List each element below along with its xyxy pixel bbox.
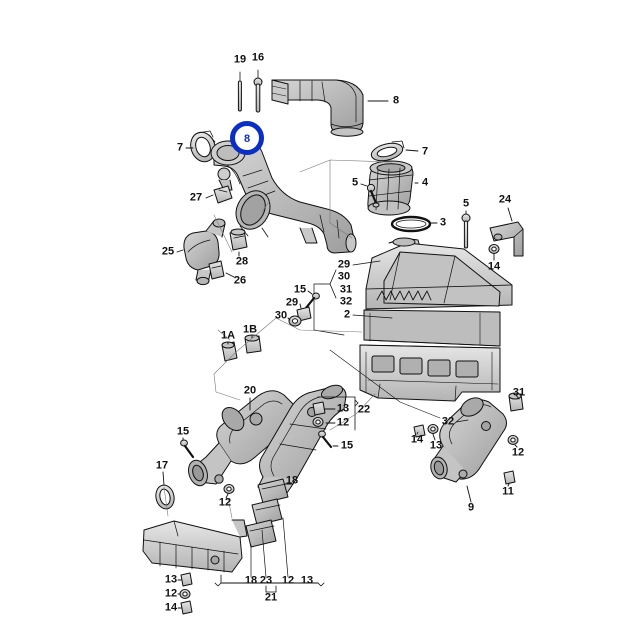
part-3-o-ring [390,215,432,233]
callout-29: 29 [337,258,351,271]
callout-14: 14 [164,601,178,614]
callout-14: 14 [410,433,424,446]
part-4-sleeve [367,160,414,216]
part-13-clip-a [312,401,326,416]
part-21-resonator [142,519,248,573]
callout-12: 12 [511,446,525,459]
callout-19: 19 [233,53,247,66]
part-13-clip-b [180,572,193,587]
part-8-upper-hose [271,79,364,137]
callout-5: 5 [351,176,359,189]
callout-7: 7 [421,145,429,158]
callout-12: 12 [218,496,232,509]
callout-8: 8 [392,94,400,107]
part-8-main-pipe [210,140,357,254]
part-12-nut-c [179,589,191,599]
callout-30: 30 [274,309,288,322]
part-13-clip-c [427,424,439,434]
callout-11: 11 [502,485,514,498]
callout-1A: 1A [220,329,236,342]
callout-2: 2 [343,308,351,321]
callout-29: 29 [285,296,299,309]
part-16-bolt [253,69,263,113]
callout-9: 9 [467,501,475,514]
part-7-clamp-left [190,130,216,163]
callout-17: 17 [155,459,169,472]
callout-13: 13 [300,574,314,587]
part-12-nut-d [507,435,519,445]
callout-18: 18 [244,574,258,587]
callout-26: 26 [233,274,247,287]
callout-16: 16 [251,51,265,64]
part-9-right-duct [430,397,507,483]
part-12-nut-a [223,484,235,494]
part-2-air-filter-box [359,237,513,402]
callout-3: 3 [439,216,447,229]
callout-15: 15 [293,283,307,296]
highlight-number-label: 8 [243,133,251,145]
part-14-nut-b [180,600,193,615]
callout-32: 32 [441,415,455,428]
callout-25: 25 [161,245,175,258]
callout-18: 18 [285,474,299,487]
callout-13: 13 [164,573,178,586]
callout-28: 28 [235,255,249,268]
part-19-pin [237,71,242,112]
part-14-nut-a [488,244,500,254]
part-31-bush [508,392,524,412]
callout-23: 23 [259,574,273,587]
highlight-ring-part-8 [230,121,264,155]
callout-12: 12 [281,574,295,587]
part-15-bolt-a [304,292,320,310]
callout-20: 20 [243,384,257,397]
callout-13: 13 [336,402,350,415]
part-15-bolt-c [318,430,333,449]
callout-31: 31 [339,283,353,296]
part-20-left-duct [188,390,300,487]
part-30-grommet [288,315,302,327]
callout-5: 5 [462,197,470,210]
part-5-bolt-b [461,213,471,249]
callout-32: 32 [339,295,353,308]
callout-24: 24 [498,193,512,206]
callout-13: 13 [429,439,443,452]
callout-22: 22 [357,403,371,416]
part-1A-bush [221,341,238,362]
callout-12: 12 [164,587,178,600]
part-17-seal-ring [155,484,175,510]
part-7-clamp-right [370,140,405,162]
part-25-elbow-hose [183,218,226,286]
part-5-bolt-a [366,183,380,208]
callout-14: 14 [487,260,501,273]
part-27-clip [213,185,233,204]
callout-31: 31 [512,386,526,399]
part-15-bolt-b [180,439,195,459]
callout-12: 12 [336,416,350,429]
part-26-clip [208,260,225,280]
part-12-nut-b [312,417,324,427]
callout-4: 4 [421,176,429,189]
callout-30: 30 [337,270,351,283]
callout-21: 21 [264,591,278,604]
callout-7: 7 [176,141,184,154]
callout-1B: 1B [242,323,258,336]
part-28-grommet [229,228,248,251]
part-24-bracket [489,221,524,257]
part-18-sleeves [245,478,289,548]
part-11-grommet [503,470,516,485]
callout-15: 15 [340,439,354,452]
callout-15: 15 [176,425,190,438]
callout-27: 27 [189,191,203,204]
